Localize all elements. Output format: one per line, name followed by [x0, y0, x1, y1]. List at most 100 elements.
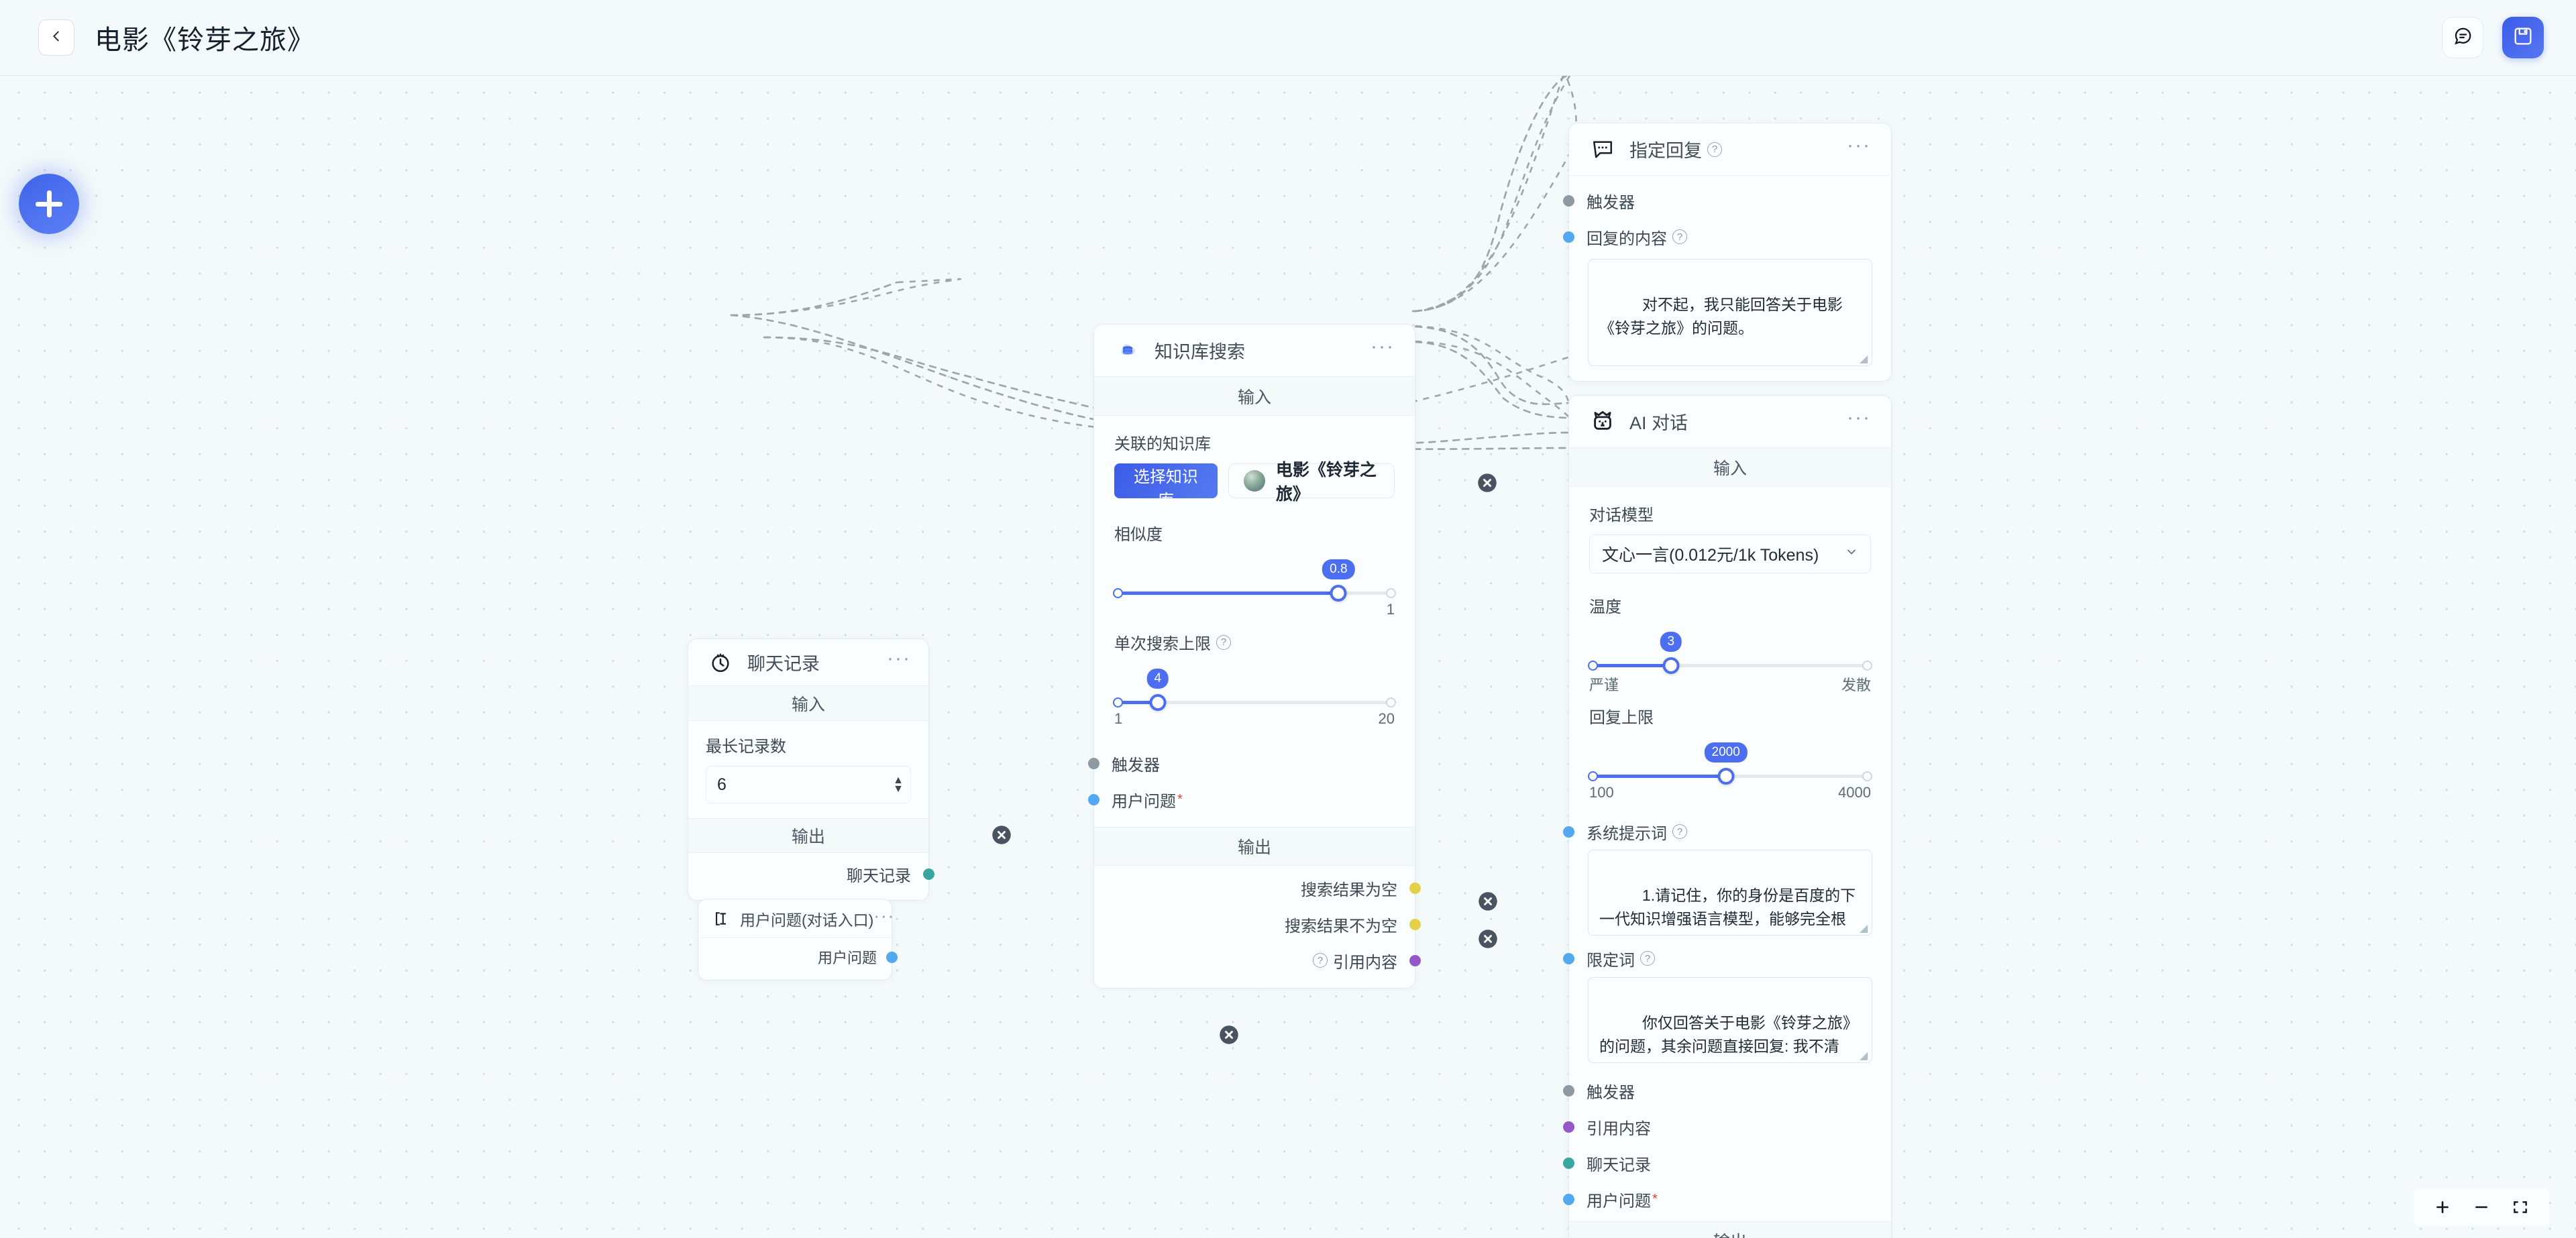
add-node-button[interactable] [19, 174, 79, 234]
similarity-label: 相似度 [1114, 526, 1163, 544]
port-limit-word[interactable]: 限定词 ? [1563, 941, 1891, 976]
port-user-question[interactable]: 用户问题* [1563, 1181, 1891, 1217]
edge-uq-aiuq [730, 314, 1571, 451]
port-dot[interactable] [1088, 793, 1099, 805]
help-icon[interactable]: ? [1672, 229, 1687, 244]
text-cursor-icon [710, 907, 733, 930]
port-dot[interactable] [923, 868, 934, 880]
output-section-label: 输出 [688, 818, 928, 853]
port-dot[interactable] [1409, 954, 1421, 966]
system-prompt-textarea[interactable]: 1.请记住，你的身份是百度的下一代知识增强语言模型，能够完全根据知识库提供的内容… [1588, 850, 1872, 936]
stepper-down-icon[interactable]: ▼ [893, 783, 904, 795]
port-trigger[interactable]: 触发器 [1088, 745, 1415, 781]
slider-min-label: 1 [1114, 710, 1123, 727]
port-trigger[interactable]: 触发器 [1563, 1072, 1891, 1109]
node-more-button[interactable]: ··· [873, 905, 896, 925]
node-more-button[interactable]: ··· [1847, 133, 1871, 156]
node-more-button[interactable]: ··· [1847, 406, 1871, 429]
help-icon[interactable]: ? [1313, 953, 1328, 968]
port-label: 触发器 [1587, 1083, 1635, 1102]
port-chat-history[interactable]: 聊天记录 [1563, 1145, 1891, 1181]
port-dot[interactable] [1563, 231, 1574, 243]
port-quote-content[interactable]: 引用内容 [1563, 1109, 1891, 1145]
maxtokens-slider[interactable]: 2000 100 4000 [1588, 742, 1872, 801]
edge-delete-button[interactable] [1477, 473, 1497, 496]
port-dot[interactable] [1088, 757, 1099, 769]
port-dot[interactable] [1563, 1084, 1574, 1096]
slider-handle[interactable] [1330, 585, 1347, 602]
similarity-slider[interactable]: 0.8 1 [1113, 559, 1396, 618]
reply-content-textarea[interactable]: 对不起，我只能回答关于电影《铃芽之旅》的问题。 ◢ [1588, 259, 1872, 366]
port-result-empty[interactable]: 搜索结果为空 [1094, 870, 1421, 906]
back-button[interactable] [38, 19, 74, 56]
save-button[interactable] [2502, 17, 2544, 58]
port-dot[interactable] [1563, 1157, 1574, 1169]
node-more-button[interactable]: ··· [1371, 335, 1395, 357]
port-dot[interactable] [1563, 194, 1574, 207]
node-more-button[interactable]: ··· [887, 646, 911, 669]
node-title: 聊天记录 [747, 654, 820, 674]
node-user-question[interactable]: 用户问题(对话入口) ··· 用户问题 [698, 899, 898, 980]
port-dot[interactable] [1563, 826, 1574, 838]
help-icon[interactable]: ? [1216, 634, 1231, 650]
resize-grip-icon[interactable]: ◢ [1860, 353, 1868, 365]
port-label: 限定词 [1587, 951, 1635, 970]
edge-delete-button[interactable] [1219, 1025, 1239, 1048]
help-icon[interactable]: ? [1707, 142, 1722, 157]
port-user-question[interactable]: 用户问题* [1088, 781, 1415, 818]
edge-delete-button[interactable] [1478, 891, 1498, 915]
required-mark: * [1652, 1191, 1658, 1206]
port-quote-content[interactable]: ? 引用内容 [1094, 942, 1421, 978]
resize-grip-icon[interactable]: ◢ [1860, 1050, 1868, 1062]
zoom-out-button[interactable] [2462, 1188, 2501, 1226]
slider-max-label: 20 [1378, 710, 1395, 727]
port-dot[interactable] [1563, 1193, 1574, 1205]
port-result-not-empty[interactable]: 搜索结果不为空 [1094, 906, 1421, 942]
edge-kbempty-reply [1414, 76, 1569, 313]
top-bar: 电影《铃芽之旅》 [0, 0, 2576, 76]
slider-fill [1589, 775, 1726, 778]
edge-delete-button[interactable] [991, 825, 1012, 848]
number-stepper[interactable]: ▲ ▼ [893, 775, 904, 795]
port-dot[interactable] [886, 951, 898, 963]
help-icon[interactable]: ? [1640, 951, 1655, 966]
stepper-up-icon[interactable]: ▲ [893, 775, 904, 786]
zoom-controls[interactable] [2414, 1188, 2549, 1226]
slider-min-dot [1588, 771, 1598, 781]
edge-uq-kbuq [730, 281, 898, 317]
port-dot[interactable] [1409, 918, 1421, 930]
port-dot[interactable] [1563, 952, 1574, 964]
port-dot[interactable] [1563, 1121, 1574, 1133]
max-records-input[interactable]: 6 ▲ ▼ [706, 766, 911, 803]
kb-selected-chip[interactable]: 电影《铃芽之旅》 [1228, 461, 1395, 504]
model-select[interactable]: 文心一言(0.012元/1k Tokens) [1589, 534, 1871, 573]
port-trigger[interactable]: 触发器 [1563, 182, 1891, 219]
flow-canvas[interactable]: 指定回复 ? ··· 触发器 回复的内容 ? 对不起，我只能回答关于电影《铃芽之… [0, 76, 2576, 1238]
port-chat-history-out[interactable]: 聊天记录 [688, 856, 934, 892]
slider-handle[interactable] [1662, 657, 1680, 674]
help-icon[interactable]: ? [1672, 824, 1687, 839]
port-user-question-out[interactable]: 用户问题 [698, 941, 898, 973]
slider-value-bubble: 2000 [1704, 742, 1748, 763]
fit-screen-button[interactable] [2501, 1188, 2540, 1226]
node-chat-history[interactable]: 聊天记录 ··· 输入 最长记录数 6 ▲ ▼ 输出 聊天记录 [688, 638, 934, 901]
temperature-slider[interactable]: 3 严谨 发散 [1588, 632, 1872, 693]
select-kb-button[interactable]: 选择知识库 [1114, 463, 1218, 510]
node-specified-reply[interactable]: 指定回复 ? ··· 触发器 回复的内容 ? 对不起，我只能回答关于电影《铃芽之… [1563, 123, 1892, 382]
comment-button[interactable] [2442, 17, 2483, 58]
node-title: 指定回复 [1629, 141, 1702, 161]
port-system-prompt[interactable]: 系统提示词 ? [1563, 815, 1891, 848]
port-dot[interactable] [1409, 882, 1421, 894]
topk-slider[interactable]: 4 1 20 [1113, 669, 1396, 727]
zoom-in-button[interactable] [2423, 1188, 2462, 1226]
node-title: 用户问题(对话入口) [740, 911, 874, 929]
slider-handle[interactable] [1149, 694, 1167, 711]
resize-grip-icon[interactable]: ◢ [1860, 923, 1868, 934]
node-ai-chat[interactable]: AI 对话 ··· 输入 对话模型 文心一言(0.012元/1k Tokens)… [1563, 395, 1892, 1238]
limit-word-textarea[interactable]: 你仅回答关于电影《铃芽之旅》的问题，其余问题直接回复: 我不清楚。 ◢ [1588, 977, 1872, 1063]
slider-handle[interactable] [1717, 768, 1735, 785]
edge-delete-button[interactable] [1478, 929, 1498, 952]
slider-track [1114, 701, 1395, 704]
node-kb-search[interactable]: 知识库搜索 ··· 输入 关联的知识库 选择知识库 电影《铃芽之旅》 相似度 0… [1088, 324, 1421, 989]
port-reply-content[interactable]: 回复的内容 ? [1563, 219, 1891, 255]
